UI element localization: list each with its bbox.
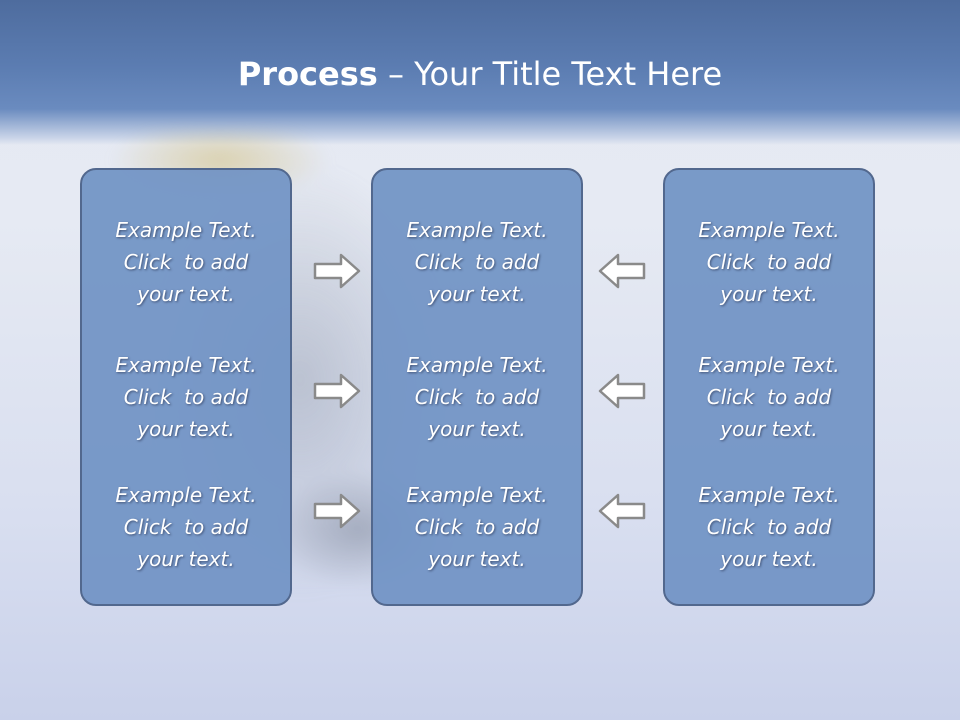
left-arrow-icon (598, 373, 646, 409)
text-line: Example Text. (115, 353, 257, 377)
right-arrow-icon (313, 253, 361, 289)
text-line: Click to add (123, 250, 249, 274)
right-arrow-icon (313, 493, 361, 529)
text-block[interactable]: Example Text. Click to add your text. (373, 349, 581, 445)
text-line: your text. (720, 417, 818, 441)
text-block[interactable]: Example Text. Click to add your text. (82, 349, 290, 445)
right-arrow-icon (313, 373, 361, 409)
text-line: Click to add (414, 515, 540, 539)
title-bar (0, 0, 960, 145)
text-line: Example Text. (406, 218, 548, 242)
text-line: your text. (137, 547, 235, 571)
process-box-left[interactable]: Example Text. Click to add your text. Ex… (80, 168, 292, 606)
text-line: your text. (428, 282, 526, 306)
text-line: Example Text. (698, 483, 840, 507)
text-line: Click to add (706, 385, 832, 409)
text-line: Example Text. (115, 218, 257, 242)
text-line: Example Text. (115, 483, 257, 507)
text-line: Example Text. (406, 483, 548, 507)
text-block[interactable]: Example Text. Click to add your text. (665, 349, 873, 445)
text-line: Click to add (706, 250, 832, 274)
text-line: Click to add (706, 515, 832, 539)
text-line: your text. (428, 547, 526, 571)
slide-title[interactable]: Process – Your Title Text Here (0, 52, 960, 96)
text-block[interactable]: Example Text. Click to add your text. (665, 214, 873, 310)
text-line: Example Text. (698, 218, 840, 242)
text-line: your text. (720, 547, 818, 571)
title-rest: – Your Title Text Here (377, 55, 723, 93)
text-line: Click to add (123, 385, 249, 409)
text-block[interactable]: Example Text. Click to add your text. (373, 214, 581, 310)
text-block[interactable]: Example Text. Click to add your text. (373, 479, 581, 575)
process-box-right[interactable]: Example Text. Click to add your text. Ex… (663, 168, 875, 606)
text-line: Click to add (414, 385, 540, 409)
title-bold: Process (237, 55, 378, 93)
text-block[interactable]: Example Text. Click to add your text. (82, 214, 290, 310)
text-line: your text. (720, 282, 818, 306)
text-line: your text. (137, 417, 235, 441)
left-arrow-icon (598, 493, 646, 529)
process-box-center[interactable]: Example Text. Click to add your text. Ex… (371, 168, 583, 606)
text-line: your text. (137, 282, 235, 306)
text-line: Click to add (414, 250, 540, 274)
text-line: Example Text. (406, 353, 548, 377)
text-block[interactable]: Example Text. Click to add your text. (665, 479, 873, 575)
text-line: Click to add (123, 515, 249, 539)
text-block[interactable]: Example Text. Click to add your text. (82, 479, 290, 575)
text-line: Example Text. (698, 353, 840, 377)
text-line: your text. (428, 417, 526, 441)
left-arrow-icon (598, 253, 646, 289)
